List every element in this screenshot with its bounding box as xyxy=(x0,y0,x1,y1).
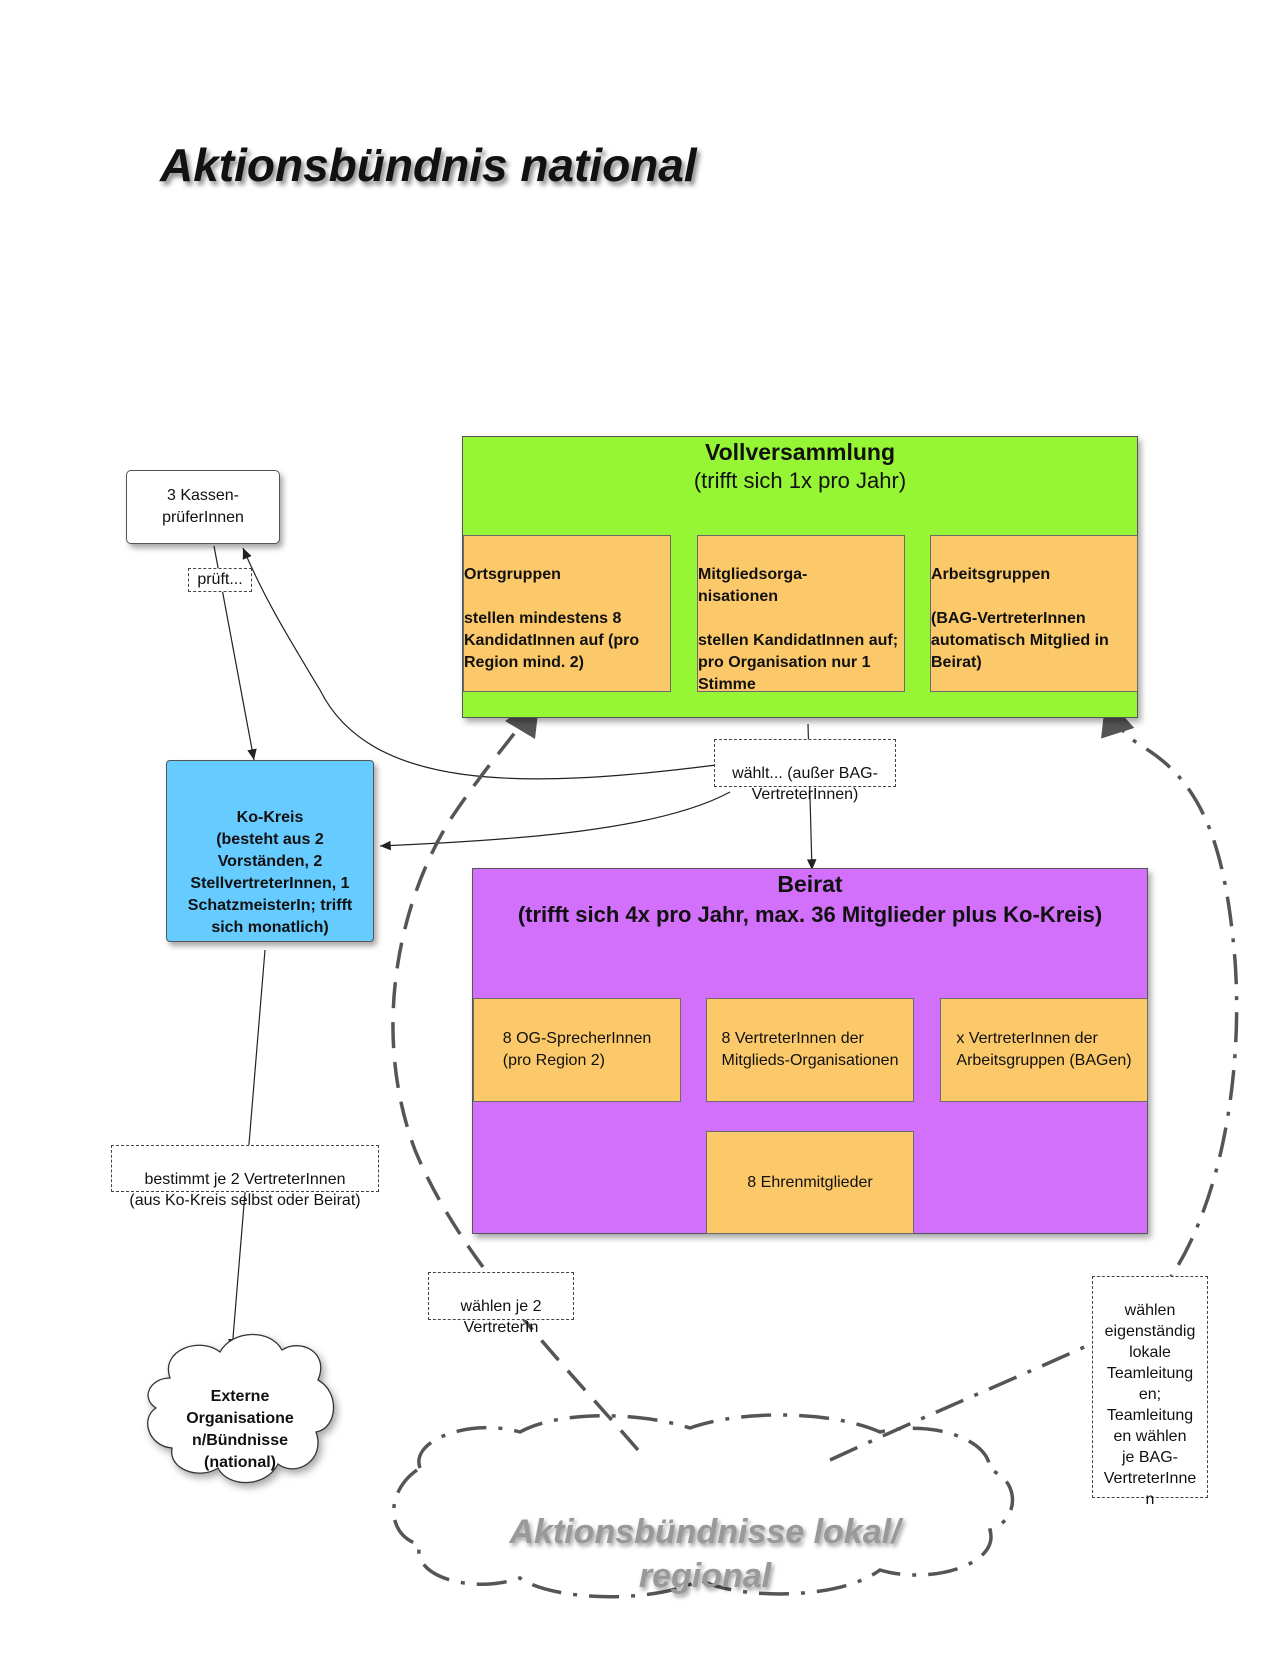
beirat-subheading: (trifft sich 4x pro Jahr, max. 36 Mitgli… xyxy=(517,902,1103,927)
mitgliedsorganisationen-text: Mitgliedsorga- nisationen stellen Kandid… xyxy=(698,566,899,693)
kassenpruefer-box: 3 Kassen- prüferInnen xyxy=(126,470,280,544)
lokal-cloud-text: Aktionsbündnisse lokal/ regional xyxy=(440,1466,970,1598)
arrow-lokal-to-ortsgruppen xyxy=(391,696,640,1452)
page-title: Aktionsbündnis national xyxy=(160,139,697,191)
vollversammlung-heading: Vollversammlung xyxy=(704,439,896,465)
waehlen-teamleitung-text: wählen eigenständig lokale Teamleitung e… xyxy=(1103,1302,1197,1508)
mitglieds-vertreter-text: 8 VertreterInnen der Mitglieds-Organisat… xyxy=(721,1030,899,1069)
waehlen-label-text: wählen je 2 VertreterIn xyxy=(460,1298,542,1336)
extern-text-block: Externe Organisatione n/Bündnisse (natio… xyxy=(150,1364,330,1474)
ortsgruppen-box: Ortsgruppen stellen mindestens 8 Kandida… xyxy=(463,535,671,692)
bestimmt-label-text: bestimmt je 2 VertreterInnen (aus Ko-Kre… xyxy=(129,1171,361,1209)
arbeitsgruppen-box: Arbeitsgruppen (BAG-VertreterInnen autom… xyxy=(930,535,1138,692)
arbeitsgruppen-text: Arbeitsgruppen (BAG-VertreterInnen autom… xyxy=(931,566,1109,671)
extern-text: Externe Organisatione n/Bündnisse (natio… xyxy=(186,1388,294,1471)
og-sprecher-box: 8 OG-SprecherInnen (pro Region 2) xyxy=(473,998,681,1102)
vollversammlung-subheading: (trifft sich 1x pro Jahr) xyxy=(693,468,907,493)
bag-vertreter-box: x VertreterInnen der Arbeitsgruppen (BAG… xyxy=(940,998,1148,1102)
og-sprecher-text: 8 OG-SprecherInnen (pro Region 2) xyxy=(502,1030,652,1069)
extern-cloud-shape xyxy=(147,1333,335,1484)
pruft-label-text: prüft... xyxy=(197,571,243,588)
mitgliedsorganisationen-box: Mitgliedsorga- nisationen stellen Kandid… xyxy=(697,535,905,693)
beirat-heading: Beirat xyxy=(777,871,843,897)
mitglieds-vertreter-box: 8 VertreterInnen der Mitglieds-Organisat… xyxy=(706,998,914,1102)
ehrenmitglieder-text: 8 Ehrenmitglieder xyxy=(747,1173,873,1191)
arrow-waehlt-to-kokreis xyxy=(379,791,731,851)
arrow-lokal-to-arbeitsgruppen xyxy=(829,696,1239,1462)
lokal-cloud-label: Aktionsbündnisse lokal/ regional xyxy=(509,1513,901,1595)
waehlt-label: wählt... (außer BAG- VertreterInnen) xyxy=(714,739,896,803)
pruft-label: prüft... xyxy=(188,568,252,592)
ortsgruppen-text: Ortsgruppen stellen mindestens 8 Kandida… xyxy=(464,566,640,671)
bag-vertreter-text: x VertreterInnen der Arbeitsgruppen (BAG… xyxy=(956,1030,1132,1069)
kokreis-text: Ko-Kreis (besteht aus 2 Vorständen, 2 St… xyxy=(187,809,353,936)
waehlen-label: wählen je 2 VertreterIn xyxy=(428,1272,574,1336)
bestimmt-label: bestimmt je 2 VertreterInnen (aus Ko-Kre… xyxy=(111,1145,379,1209)
ehrenmitglieder-box: 8 Ehrenmitglieder xyxy=(706,1131,914,1234)
lokal-cloud-shape xyxy=(392,1413,1015,1599)
waehlt-label-text: wählt... (außer BAG- VertreterInnen) xyxy=(732,765,878,803)
arrow-waehlt-to-kassen xyxy=(242,547,717,780)
waehlen-teamleitung-label: wählen eigenständig lokale Teamleitung e… xyxy=(1092,1276,1208,1508)
kokreis-box: Ko-Kreis (besteht aus 2 Vorständen, 2 St… xyxy=(166,760,374,942)
kassenpruefer-text: 3 Kassen- prüferInnen xyxy=(162,487,244,526)
